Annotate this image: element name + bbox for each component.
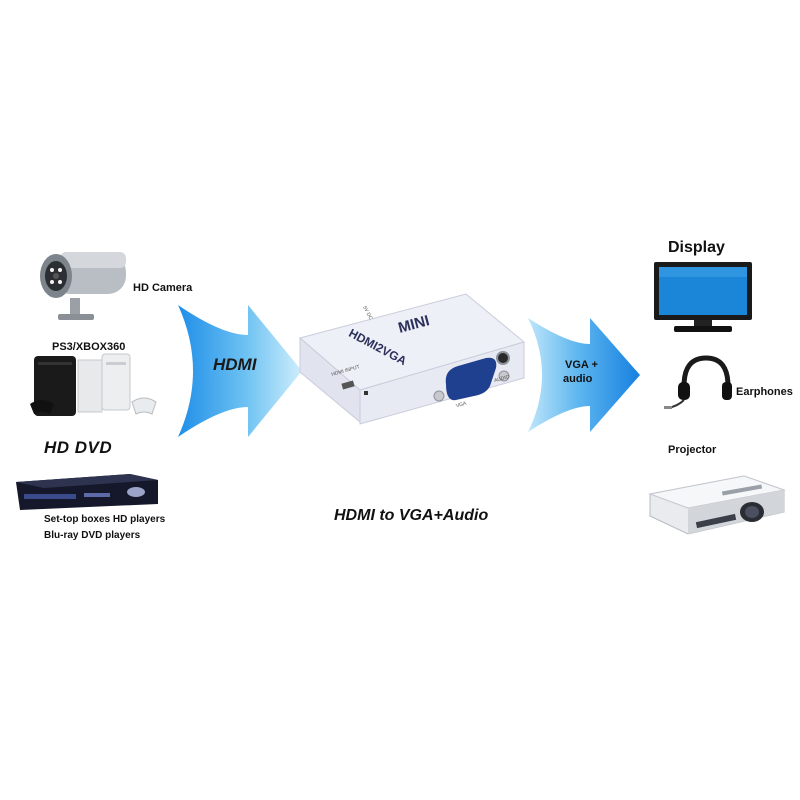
camera-label: HD Camera xyxy=(133,282,193,294)
bluray-label: Blu-ray DVD players xyxy=(44,530,141,541)
diagram-caption: HDMI to VGA+Audio xyxy=(334,507,489,524)
hddvd-logo: HD DVD xyxy=(44,438,113,457)
camera-icon xyxy=(40,252,126,320)
headphones-icon xyxy=(664,355,732,409)
consoles-label: PS3/XBOX360 xyxy=(52,341,126,353)
settop-label: Set-top boxes HD players xyxy=(44,514,166,525)
earphones-label: Earphones xyxy=(736,386,793,398)
game-console-icon xyxy=(30,353,157,416)
display-label: Display xyxy=(668,239,725,256)
hdmi-input-label: HDMI xyxy=(213,355,257,374)
converter-device xyxy=(298,293,526,425)
monitor-icon xyxy=(654,262,752,332)
projector-icon xyxy=(648,475,786,535)
dvd-player-icon xyxy=(16,474,158,510)
vga-audio-output-arrow xyxy=(528,318,640,432)
output-label-line2: audio xyxy=(563,373,593,385)
projector-label: Projector xyxy=(668,444,717,456)
output-label-line1: VGA + xyxy=(565,359,598,371)
hdmi-input-arrow xyxy=(178,305,302,437)
